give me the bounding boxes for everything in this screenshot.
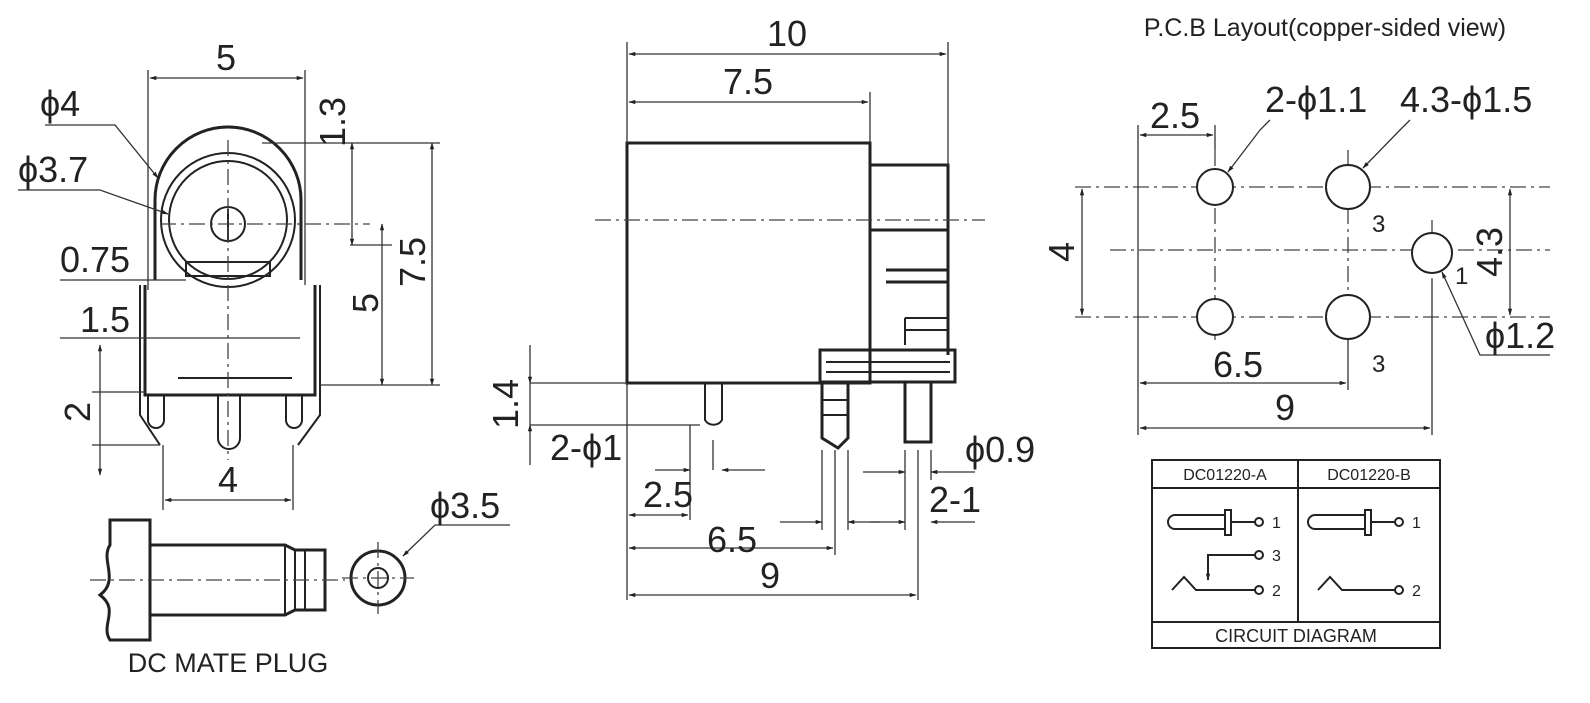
dim-right-spacing: 4.3 bbox=[1469, 227, 1510, 277]
dim-pitch-mid: 6.5 bbox=[707, 519, 757, 560]
dim-total-height: 7.5 bbox=[392, 237, 433, 287]
dim-hole-pitch: 2.5 bbox=[1150, 95, 1200, 136]
table-header-a: DC01220-A bbox=[1183, 467, 1267, 484]
table-a-pin-3: 3 bbox=[1272, 548, 1281, 565]
table-header-b: DC01220-B bbox=[1327, 467, 1411, 484]
dim-pin-span: 4 bbox=[218, 459, 238, 500]
dim-span-total: 9 bbox=[1275, 387, 1295, 428]
dim-span-mid: 6.5 bbox=[1213, 344, 1263, 385]
dim-total-length: 10 bbox=[767, 13, 807, 54]
pcb-title: P.C.B Layout(copper-sided view) bbox=[1144, 14, 1506, 42]
table-b-pin-2: 2 bbox=[1412, 583, 1421, 600]
dim-pin-dia: 2-ϕ1 bbox=[550, 427, 622, 468]
hole-small-top bbox=[1196, 168, 1234, 206]
dim-dia-inner: ϕ3.7 bbox=[18, 149, 88, 190]
dim-single-hole: ϕ1.2 bbox=[1485, 315, 1555, 356]
circuit-table: DC01220-A DC01220-B 1 3 2 1 2 CIRCUIT DI… bbox=[1151, 459, 1441, 649]
pcb-layout: P.C.B Layout(copper-sided view) 2.5 2-ϕ1… bbox=[1041, 14, 1555, 435]
pin-label-right: 1 bbox=[1455, 263, 1468, 290]
pin-label-bottom: 3 bbox=[1372, 351, 1385, 378]
plug-head bbox=[97, 518, 152, 642]
table-b-pin-1: 1 bbox=[1412, 515, 1421, 532]
dim-pin-dia-right: ϕ0.9 bbox=[965, 429, 1035, 470]
hole-small-bottom bbox=[1196, 298, 1234, 336]
dim-dia-outer: ϕ4 bbox=[40, 83, 80, 124]
dim-width-top: 5 bbox=[216, 37, 236, 78]
dim-standoff: 1.4 bbox=[485, 379, 526, 429]
dim-large-holes: 4.3-ϕ1.5 bbox=[1400, 79, 1532, 120]
hole-large-bottom bbox=[1325, 294, 1371, 340]
mate-plug: ϕ3.5 DC MATE PLUG bbox=[90, 485, 510, 678]
table-a-pin-2: 2 bbox=[1272, 583, 1281, 600]
front-view: 5 ϕ4 ϕ3.7 1.3 0.75 1.5 5 7.5 2 4 bbox=[18, 37, 440, 510]
dim-center-height: 5 bbox=[345, 293, 386, 313]
hole-large-top bbox=[1325, 164, 1371, 210]
table-caption: CIRCUIT DIAGRAM bbox=[1215, 626, 1377, 646]
dim-pin-length: 2 bbox=[57, 402, 98, 422]
dim-pitch-small: 2.5 bbox=[643, 474, 693, 515]
dim-small-holes: 2-ϕ1.1 bbox=[1265, 79, 1367, 120]
dim-pin-width: 2-1 bbox=[929, 479, 981, 520]
plug-dia-label: ϕ3.5 bbox=[430, 485, 500, 526]
side-body bbox=[625, 141, 872, 385]
dim-left-offset: 1.5 bbox=[80, 299, 130, 340]
dim-body-length: 7.5 bbox=[723, 61, 773, 102]
dim-pitch-total: 9 bbox=[760, 555, 780, 596]
hole-right bbox=[1411, 232, 1453, 274]
dim-top-offset: 1.3 bbox=[312, 97, 353, 147]
table-a-pin-1: 1 bbox=[1272, 515, 1281, 532]
side-view: 10 7.5 1.4 2-ϕ1 2.5 6.5 9 ϕ0.9 2-1 bbox=[485, 13, 1035, 600]
front-body-outline bbox=[153, 125, 303, 280]
pin-label-top: 3 bbox=[1372, 211, 1385, 238]
dim-row-spacing: 4 bbox=[1041, 242, 1082, 262]
plug-end-inner bbox=[367, 567, 389, 589]
plug-title: DC MATE PLUG bbox=[128, 648, 329, 678]
dim-pin-center: 0.75 bbox=[60, 239, 130, 280]
